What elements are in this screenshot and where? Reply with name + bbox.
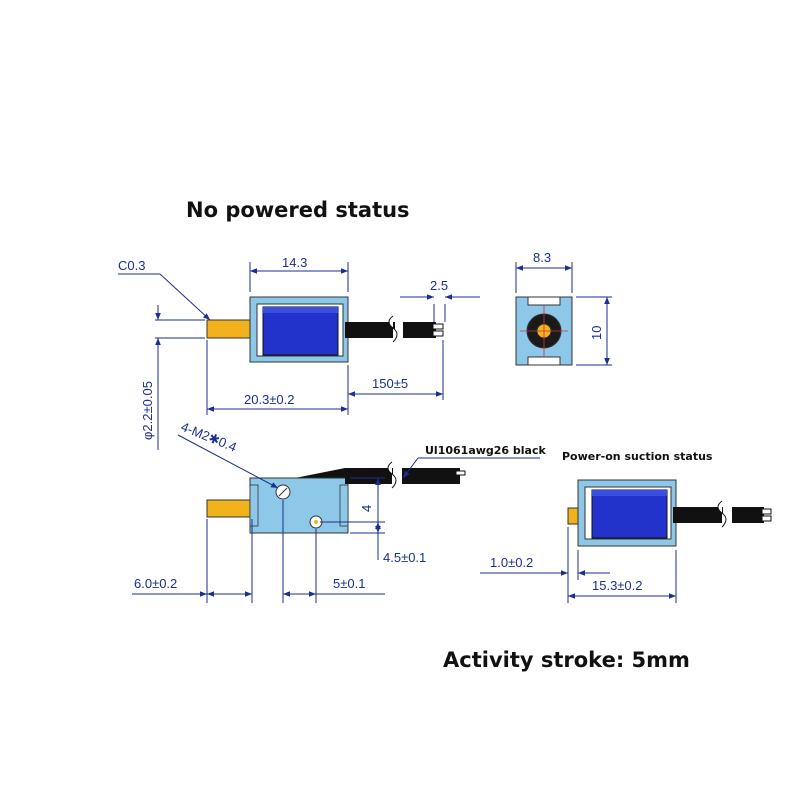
dim-body-width: 14.3	[282, 255, 307, 270]
wire-tip	[432, 323, 444, 330]
dim-powered-length: 15.3±0.2	[592, 578, 643, 593]
wire	[673, 507, 723, 523]
powered-view: Power-on suction status 1.0±0.2 15.3±0.2	[480, 450, 772, 603]
top-side-view: 14.3 C0.3 2.5 φ2.2±0.05 20.3±0.2	[118, 255, 480, 450]
title-activity-stroke: Activity stroke: 5mm	[443, 648, 690, 672]
dim-mount-height: 4	[359, 505, 374, 512]
wire	[345, 468, 393, 484]
end-view: 8.3 10	[515, 250, 612, 366]
title-unpowered: No powered status	[186, 198, 410, 222]
shaft	[206, 499, 253, 518]
dim-end-width: 8.3	[533, 250, 551, 265]
shaft	[206, 319, 253, 339]
dim-end-height: 10	[589, 326, 604, 340]
wire-break	[388, 315, 398, 343]
label-powered-status: Power-on suction status	[562, 450, 713, 463]
label-wire-spec: Ul1061awg26 black	[425, 444, 547, 457]
dim-hole-spacing: 5±0.1	[333, 576, 365, 591]
coil	[262, 306, 339, 356]
dim-shaft-dia: φ2.2±0.05	[140, 381, 155, 440]
wire-end	[403, 322, 436, 338]
wire-lead	[285, 468, 345, 480]
dim-shaft-ext: 6.0±0.2	[134, 576, 177, 591]
dim-chamfer: C0.3	[118, 258, 145, 273]
frame	[249, 477, 349, 534]
bottom-view: 4-M2✱0.4 Ul1061awg26 black 4 4.5±0.1 6.0…	[132, 419, 547, 603]
coil	[591, 489, 668, 539]
dim-wire-gap: 2.5	[430, 278, 448, 293]
dim-stroke-ext: 1.0±0.2	[490, 555, 533, 570]
wire	[345, 322, 395, 338]
dim-screws: 4-M2✱0.4	[179, 419, 239, 455]
coil-top-band	[263, 307, 338, 313]
dim-total-length: 20.3±0.2	[244, 392, 295, 407]
wire-tip	[432, 330, 444, 337]
dim-hole-offset: 4.5±0.1	[383, 550, 426, 565]
dim-wire-length: 150±5	[372, 376, 408, 391]
